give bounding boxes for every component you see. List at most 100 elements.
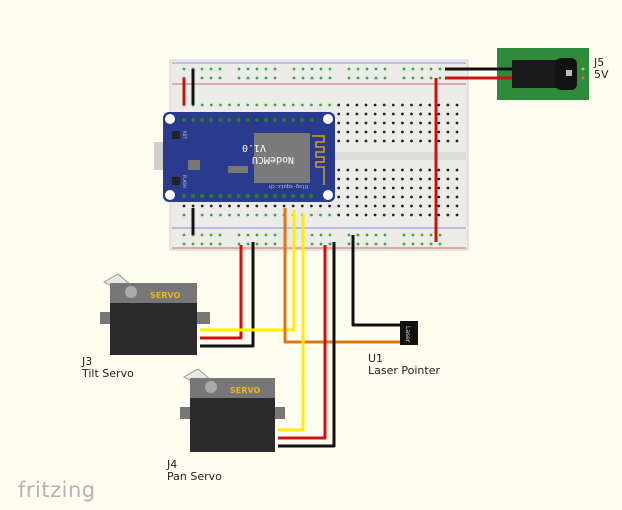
hole (272, 193, 278, 199)
hole (382, 204, 386, 208)
hole (337, 195, 341, 199)
hole (364, 112, 368, 116)
hole (410, 103, 413, 107)
hole (237, 103, 241, 107)
hole (282, 204, 286, 208)
hole (455, 168, 459, 172)
hole (437, 130, 441, 134)
hole (364, 195, 368, 199)
hole (364, 213, 368, 217)
hole (209, 117, 214, 123)
hole (209, 67, 213, 71)
hole (410, 112, 413, 116)
wire-black-pan[interactable] (278, 242, 336, 448)
hole (410, 130, 413, 134)
hole (200, 103, 204, 107)
hole (455, 103, 459, 107)
hole (382, 121, 386, 125)
mcu-pin-headers (181, 117, 314, 199)
hole (437, 112, 441, 116)
wire-orange-laser[interactable] (283, 208, 400, 344)
hole (328, 76, 332, 80)
hole (190, 117, 196, 123)
hole (428, 112, 432, 116)
hole (281, 117, 287, 123)
wire-yellow-pan[interactable] (278, 214, 305, 432)
hole (419, 121, 422, 125)
hole (228, 103, 231, 107)
wire-black-tilt[interactable] (200, 242, 255, 348)
mcu-version: V1.0 (242, 142, 266, 153)
hole (383, 242, 387, 246)
rst-button[interactable] (172, 131, 180, 139)
hole (364, 177, 368, 181)
wires (182, 67, 512, 448)
hole (237, 242, 241, 246)
hole (410, 177, 413, 181)
hole (355, 139, 359, 143)
hole (191, 204, 195, 208)
hole (337, 130, 341, 134)
hole (346, 139, 350, 143)
hole (437, 204, 441, 208)
hole (373, 168, 377, 172)
hole (190, 193, 196, 199)
hole (428, 177, 432, 181)
hole (228, 213, 231, 217)
hole (245, 117, 250, 123)
hole (337, 139, 341, 143)
hole (437, 186, 441, 190)
hole (411, 76, 415, 80)
fritzing-logo: fritzing (18, 478, 96, 502)
hole (246, 76, 250, 80)
hole (319, 76, 323, 80)
hole (373, 130, 377, 134)
hole (383, 67, 387, 71)
hole (291, 193, 296, 199)
hole (419, 177, 422, 181)
hole (419, 112, 422, 116)
hole (446, 139, 450, 143)
tilt-servo-name: Tilt Servo (82, 367, 134, 380)
hole (382, 186, 386, 190)
hole (455, 130, 459, 134)
hole (346, 177, 350, 181)
hole (255, 76, 259, 80)
wire-red-tilt[interactable] (200, 245, 243, 340)
hole (437, 177, 441, 181)
hole (346, 204, 350, 208)
hole (273, 67, 277, 71)
wire-yellow-tilt[interactable] (200, 210, 296, 332)
hole (419, 139, 422, 143)
hole (309, 193, 314, 199)
hole (209, 193, 214, 199)
hole (420, 67, 424, 71)
hole (446, 186, 450, 190)
hole (374, 233, 378, 237)
hole (291, 204, 295, 208)
hole (310, 67, 314, 71)
hole (382, 130, 386, 134)
hole (255, 67, 259, 71)
hole (310, 204, 313, 208)
hole (255, 103, 259, 107)
hole (382, 103, 386, 107)
wire-black-laser[interactable] (351, 235, 400, 327)
hole (264, 242, 268, 246)
hole (364, 130, 368, 134)
hole (402, 76, 406, 80)
hole (382, 213, 386, 217)
hole (355, 204, 359, 208)
laser-name: Laser Pointer (368, 364, 440, 377)
hole (373, 112, 377, 116)
hole (246, 213, 250, 217)
flash-button[interactable] (172, 177, 180, 185)
hole (219, 213, 222, 217)
hole (191, 242, 195, 246)
hole (300, 103, 304, 107)
hole (310, 76, 314, 80)
hole (347, 76, 351, 80)
jack-label: J5 5V (594, 57, 609, 81)
wire-red-pan[interactable] (278, 245, 327, 440)
hole (455, 186, 459, 190)
